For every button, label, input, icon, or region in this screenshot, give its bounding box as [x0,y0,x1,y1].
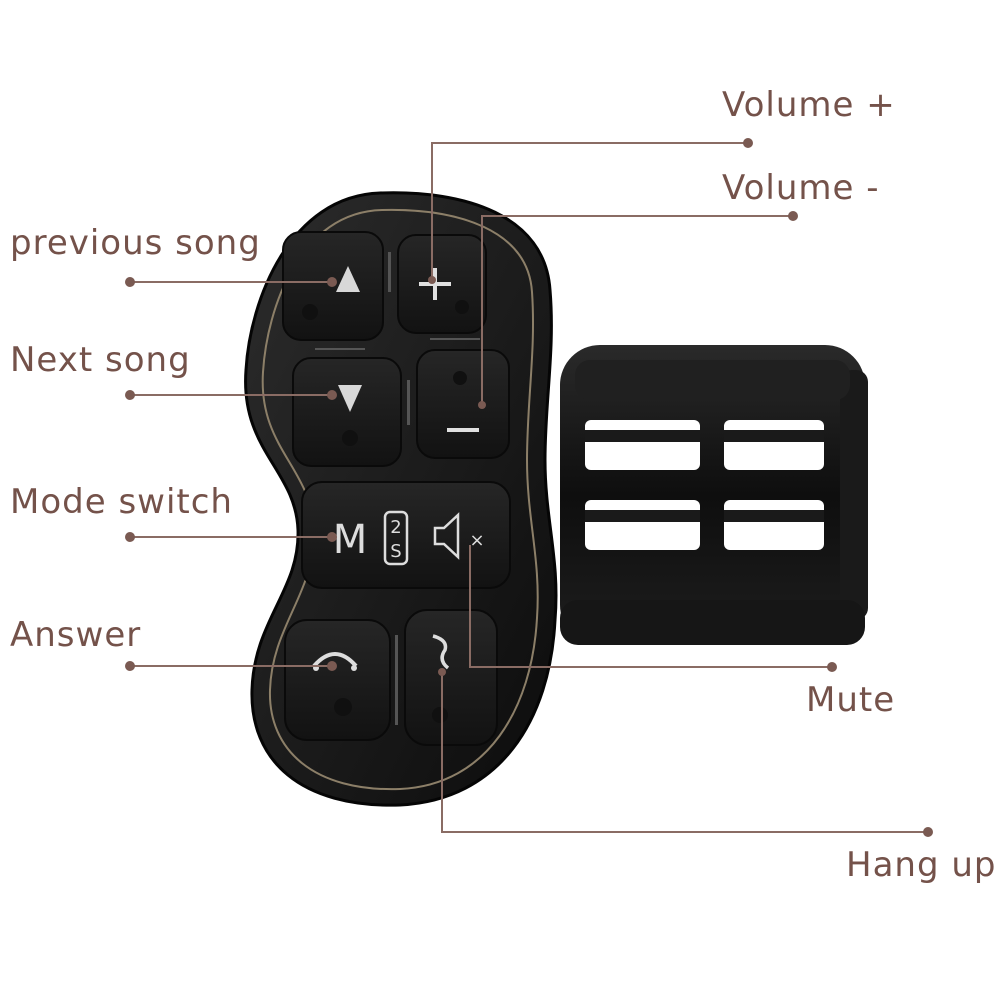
label-mode-switch: Mode switch [10,482,233,522]
label-answer: Answer [10,615,142,655]
mute-x-mark: × [469,530,484,551]
leader-mute [469,545,837,672]
leader-mode-switch [125,532,337,542]
button-answer[interactable] [284,619,391,741]
button-mode-mute[interactable]: M 2 S × [301,481,511,589]
label-volume-plus: Volume + [722,85,896,125]
clamp-slot [585,420,700,470]
label-volume-minus: Volume - [722,168,880,208]
leader-volume-minus [478,211,798,409]
clamp-slot [585,500,700,550]
down-arrow-icon [338,385,362,412]
leader-volume-plus [428,138,753,284]
button-volume-up[interactable] [397,234,487,334]
mute-icon: × [433,512,485,560]
button-next-song[interactable] [292,357,402,467]
label-mute: Mute [806,680,896,720]
up-arrow-icon [336,266,360,292]
leader-answer [125,661,337,671]
clamp-slot [724,420,824,470]
mode-badge-top: 2 [390,517,401,538]
mount-clamp [560,345,868,645]
clamp-slot [724,500,824,550]
trim-line [261,208,539,791]
leader-hang-up [438,668,933,837]
hangup-phone-icon [432,634,450,670]
button-separators [315,252,480,725]
button-hang-up[interactable] [404,609,498,746]
label-hang-up: Hang up [846,845,997,885]
label-previous-song: previous song [10,223,261,263]
mode-badge [383,510,409,566]
mode-key-letter: M [333,517,368,563]
answer-phone-icon [312,652,358,671]
label-next-song: Next song [10,340,191,380]
minus-icon [447,428,479,432]
mode-badge-bottom: S [390,541,401,562]
leader-next-song [125,390,337,400]
leader-previous-song [125,277,337,287]
button-volume-down[interactable] [416,349,510,459]
plus-icon [419,268,451,300]
